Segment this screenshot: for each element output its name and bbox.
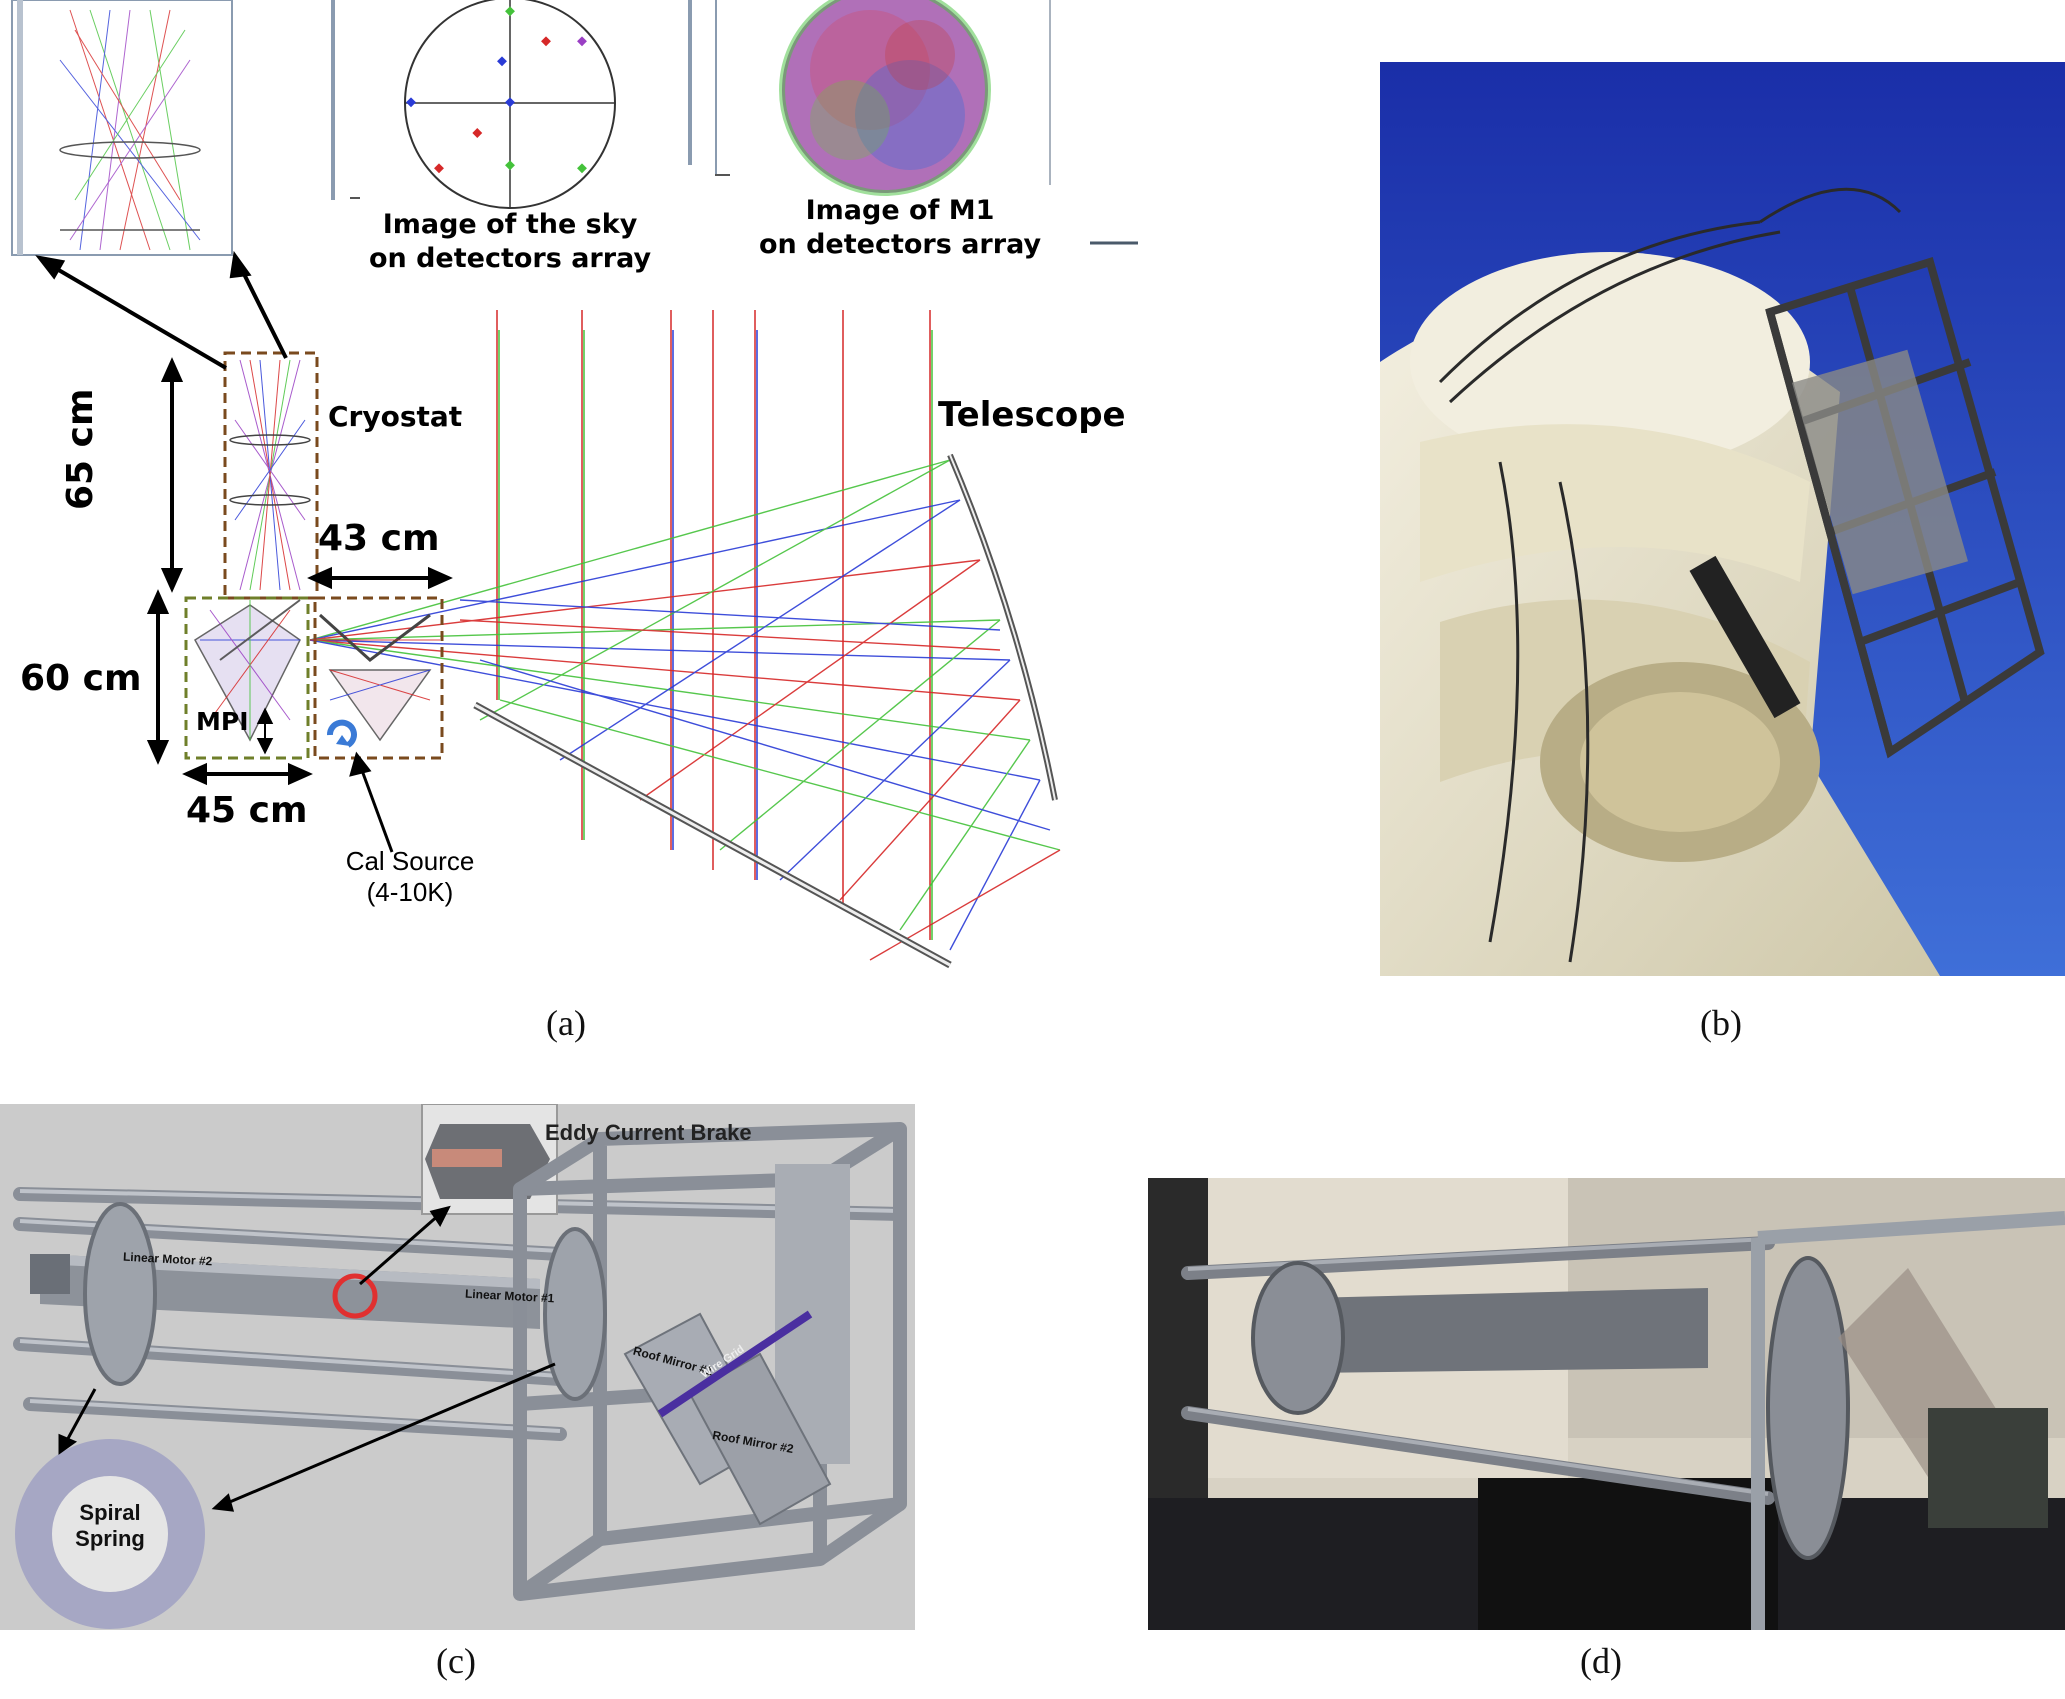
telescope-label: Telescope	[938, 395, 1126, 435]
raytrace-inset	[11, 0, 233, 256]
telescope-photo-illustration	[1380, 62, 2065, 976]
caption-b: (b)	[1700, 1003, 1742, 1043]
spiral-spring-label: Spiral Spring	[75, 1500, 145, 1551]
cryostat-region	[223, 351, 319, 600]
mpi-region	[184, 596, 310, 760]
caption-d: (d)	[1580, 1641, 1622, 1681]
caption-a: (a)	[546, 1003, 586, 1043]
m1-image-panel	[715, 0, 1138, 245]
dimension-65cm: 65 cm	[60, 388, 101, 510]
caption-c: (c)	[436, 1641, 476, 1681]
cryostat-label: Cryostat	[328, 400, 463, 433]
cal-source-region	[310, 596, 444, 760]
telescope-beam	[309, 459, 1061, 961]
lab-photo-illustration	[1148, 1178, 2065, 1630]
panel-a: Image of the sky on detectors array Imag…	[0, 0, 1160, 990]
sky-image-label: Image of the sky on detectors array	[368, 209, 652, 274]
dimension-45cm: 45 cm	[186, 790, 308, 831]
sky-image-panel	[331, 0, 692, 209]
dimension-arrows	[35, 250, 453, 853]
panel-b-telescope-photo	[1380, 62, 2065, 976]
mpi-label: MPI	[196, 707, 249, 736]
cad-illustration	[0, 1104, 915, 1630]
eddy-current-brake-label: Eddy Current Brake	[545, 1120, 752, 1145]
panel-d-lab-photo	[1148, 1178, 2065, 1630]
telescope-rays	[496, 310, 933, 940]
dimension-43cm: 43 cm	[318, 518, 440, 559]
cal-source-label: Cal Source (4-10K)	[345, 846, 475, 907]
m1-image-label: Image of M1 on detectors array	[758, 195, 1042, 260]
dimension-60cm: 60 cm	[20, 658, 142, 699]
panel-c-cad: Eddy Current Brake Linear Motor #2 Linea…	[0, 1104, 915, 1630]
panel-a-optics-diagram	[11, 0, 1138, 969]
